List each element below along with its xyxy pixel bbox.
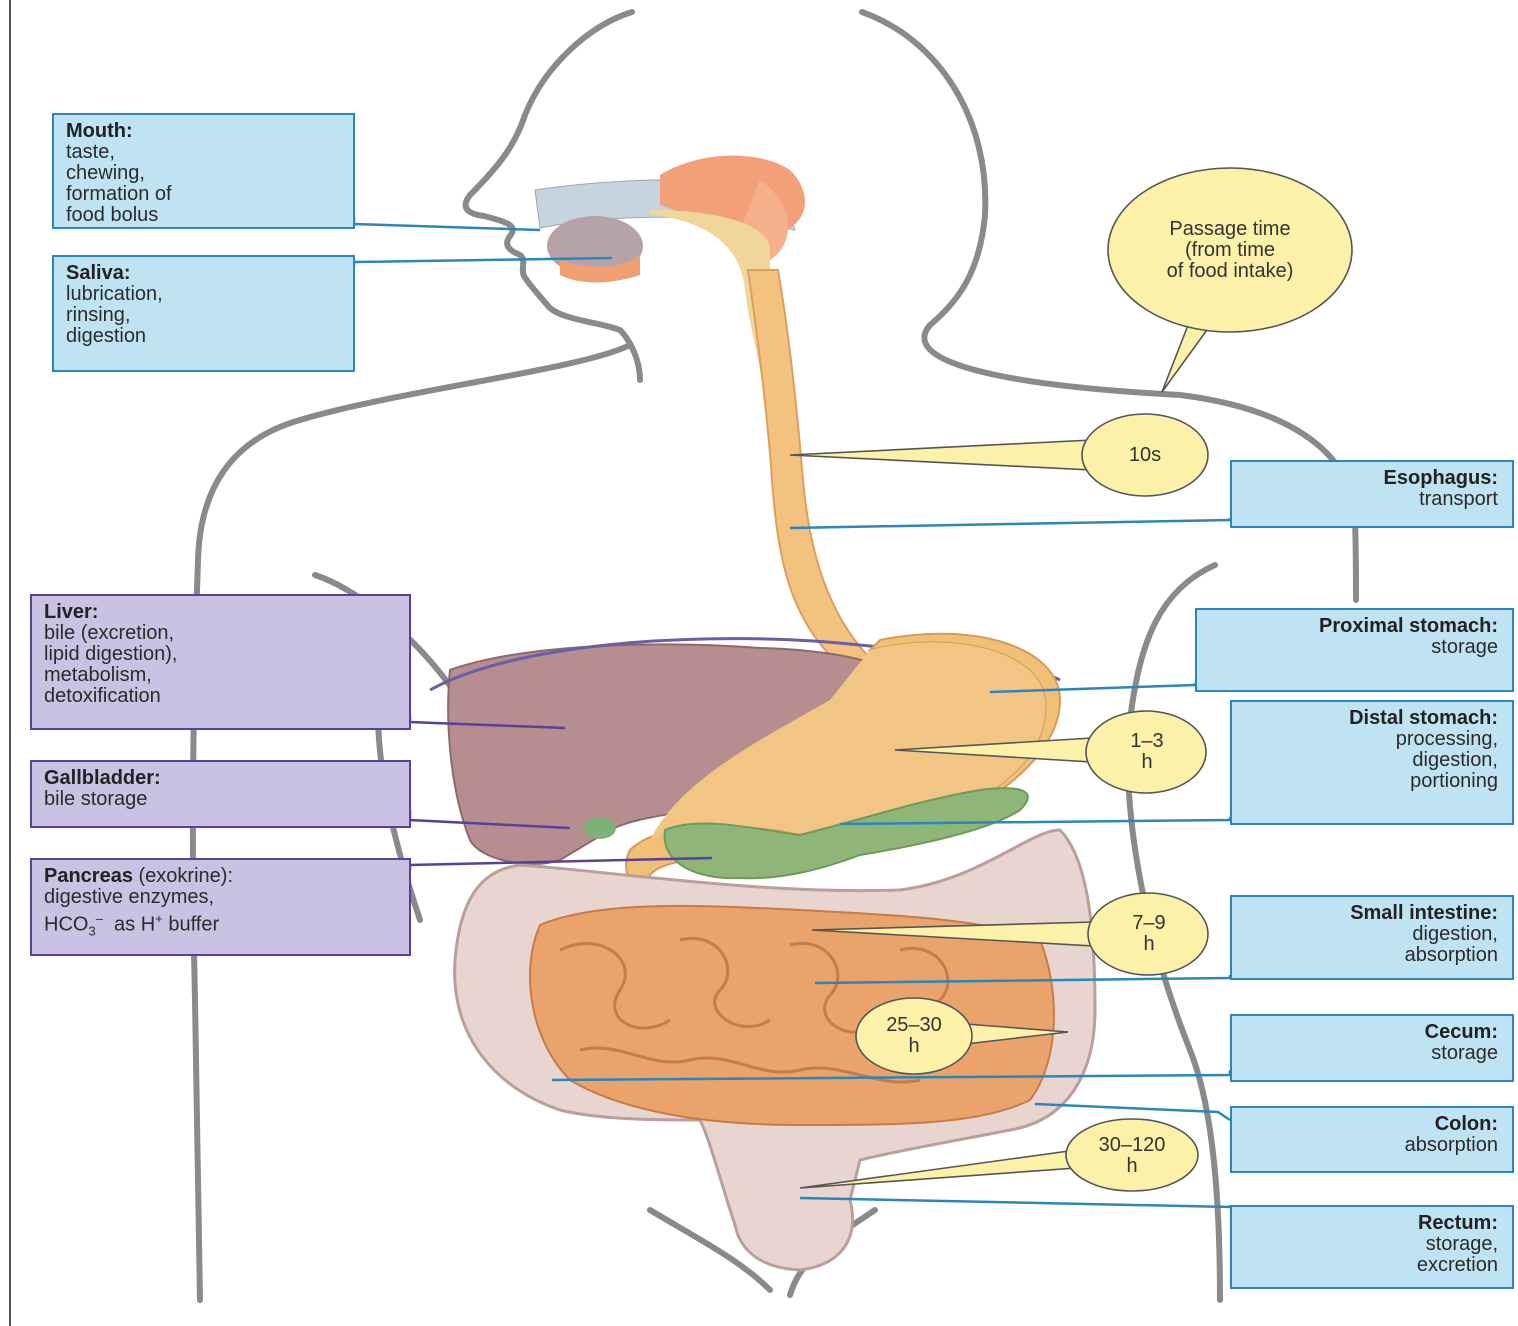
rectum-label-line-1: storage, — [1244, 1234, 1498, 1255]
stomach-time-bubble: 1–3 h — [1092, 730, 1202, 774]
proximal-stomach-label-line-1: storage — [1209, 637, 1498, 658]
passage-time-bubble: Passage time (from time of food intake) — [1118, 200, 1342, 300]
cecum-time-unit: h — [908, 1036, 919, 1057]
esophagus-label-title: Esophagus: — [1244, 468, 1498, 489]
liver-label: Liver: bile (excretion, lipid digestion)… — [30, 594, 411, 730]
pancreas-label-buffer-line: HCO3– as H+ buffer — [44, 908, 397, 942]
gallbladder-label: Gallbladder: bile storage — [30, 760, 411, 828]
saliva-label-title: Saliva: — [66, 263, 341, 284]
distal-stomach-label: Distal stomach: processing, digestion, p… — [1230, 700, 1514, 825]
liver-label-line-4: detoxification — [44, 686, 397, 707]
small-intestine-time-value: 7–9 — [1132, 913, 1165, 934]
esophagus-label-line-1: transport — [1244, 489, 1498, 510]
colon-time-bubble: 30–120 h — [1070, 1134, 1194, 1178]
distal-stomach-label-line-2: digestion, — [1244, 750, 1498, 771]
small-intestine-label-title: Small intestine: — [1244, 903, 1498, 924]
esophagus-time-bubble: 10s — [1090, 435, 1200, 475]
cecum-time-bubble: 25–30 h — [860, 1014, 968, 1058]
mouth-label-line-3: formation of — [66, 184, 341, 205]
proximal-stomach-label: Proximal stomach: storage — [1195, 608, 1514, 692]
distal-stomach-label-line-1: processing, — [1244, 729, 1498, 750]
esophagus-label: Esophagus: transport — [1230, 460, 1514, 528]
mouth-label: Mouth: taste, chewing, formation of food… — [52, 113, 355, 229]
pancreas-label-title: Pancreas — [44, 865, 133, 887]
rectum-label: Rectum: storage, excretion — [1230, 1205, 1514, 1289]
cecum-time-value: 25–30 — [886, 1015, 942, 1036]
gallbladder-organ — [584, 817, 616, 839]
cecum-label-line-1: storage — [1244, 1043, 1498, 1064]
colon-label-line-1: absorption — [1244, 1135, 1498, 1156]
proximal-stomach-label-title: Proximal stomach: — [1209, 616, 1498, 637]
passage-time-line-2: (from time — [1185, 240, 1275, 261]
esophagus-organ — [748, 270, 872, 665]
small-intestine-time-bubble: 7–9 h — [1094, 912, 1204, 956]
passage-time-line-3: of food intake) — [1167, 261, 1294, 282]
small-intestine-label: Small intestine: digestion, absorption — [1230, 895, 1514, 980]
small-intestine-label-line-2: absorption — [1244, 945, 1498, 966]
saliva-label-line-3: digestion — [66, 326, 341, 347]
pancreas-buffer-text: buffer — [163, 914, 219, 936]
liver-label-line-3: metabolism, — [44, 665, 397, 686]
colon-time-unit: h — [1126, 1156, 1137, 1177]
pancreas-label-title-suffix: (exokrine): — [133, 865, 233, 887]
pancreas-label-heading: Pancreas (exokrine): — [44, 866, 397, 887]
pancreas-label-line-1: digestive enzymes, — [44, 887, 397, 908]
pancreas-hydrogen-charge: + — [155, 911, 163, 926]
cecum-label-title: Cecum: — [1244, 1022, 1498, 1043]
distal-stomach-label-title: Distal stomach: — [1244, 708, 1498, 729]
colon-label-title: Colon: — [1244, 1114, 1498, 1135]
saliva-label-line-2: rinsing, — [66, 305, 341, 326]
rectum-label-line-2: excretion — [1244, 1255, 1498, 1276]
stomach-time-value: 1–3 — [1130, 731, 1163, 752]
pancreas-label: Pancreas (exokrine): digestive enzymes, … — [30, 858, 411, 956]
rectum-label-title: Rectum: — [1244, 1213, 1498, 1234]
liver-label-line-1: bile (excretion, — [44, 623, 397, 644]
liver-label-line-2: lipid digestion), — [44, 644, 397, 665]
mouth-label-title: Mouth: — [66, 121, 341, 142]
mouth-label-line-2: chewing, — [66, 163, 341, 184]
colon-time-value: 30–120 — [1099, 1135, 1166, 1156]
saliva-label: Saliva: lubrication, rinsing, digestion — [52, 255, 355, 372]
pancreas-bicarbonate-charge: – — [96, 911, 103, 926]
gallbladder-label-title: Gallbladder: — [44, 768, 397, 789]
small-intestine-label-line-1: digestion, — [1244, 924, 1498, 945]
pancreas-bicarbonate-text: HCO — [44, 914, 88, 936]
distal-stomach-label-line-3: portioning — [1244, 771, 1498, 792]
saliva-label-line-1: lubrication, — [66, 284, 341, 305]
mouth-label-line-1: taste, — [66, 142, 341, 163]
cecum-label: Cecum: storage — [1230, 1014, 1514, 1082]
colon-label: Colon: absorption — [1230, 1106, 1514, 1173]
esophagus-time-value: 10s — [1129, 445, 1161, 466]
pancreas-bicarbonate-subscript: 3 — [88, 924, 95, 939]
mouth-label-line-4: food bolus — [66, 205, 341, 226]
liver-label-title: Liver: — [44, 602, 397, 623]
gallbladder-label-line-1: bile storage — [44, 789, 397, 810]
small-intestine-time-unit: h — [1143, 934, 1154, 955]
pancreas-hydrogen-text: as H — [103, 914, 155, 936]
stomach-time-unit: h — [1141, 752, 1152, 773]
passage-time-line-1: Passage time — [1169, 219, 1290, 240]
